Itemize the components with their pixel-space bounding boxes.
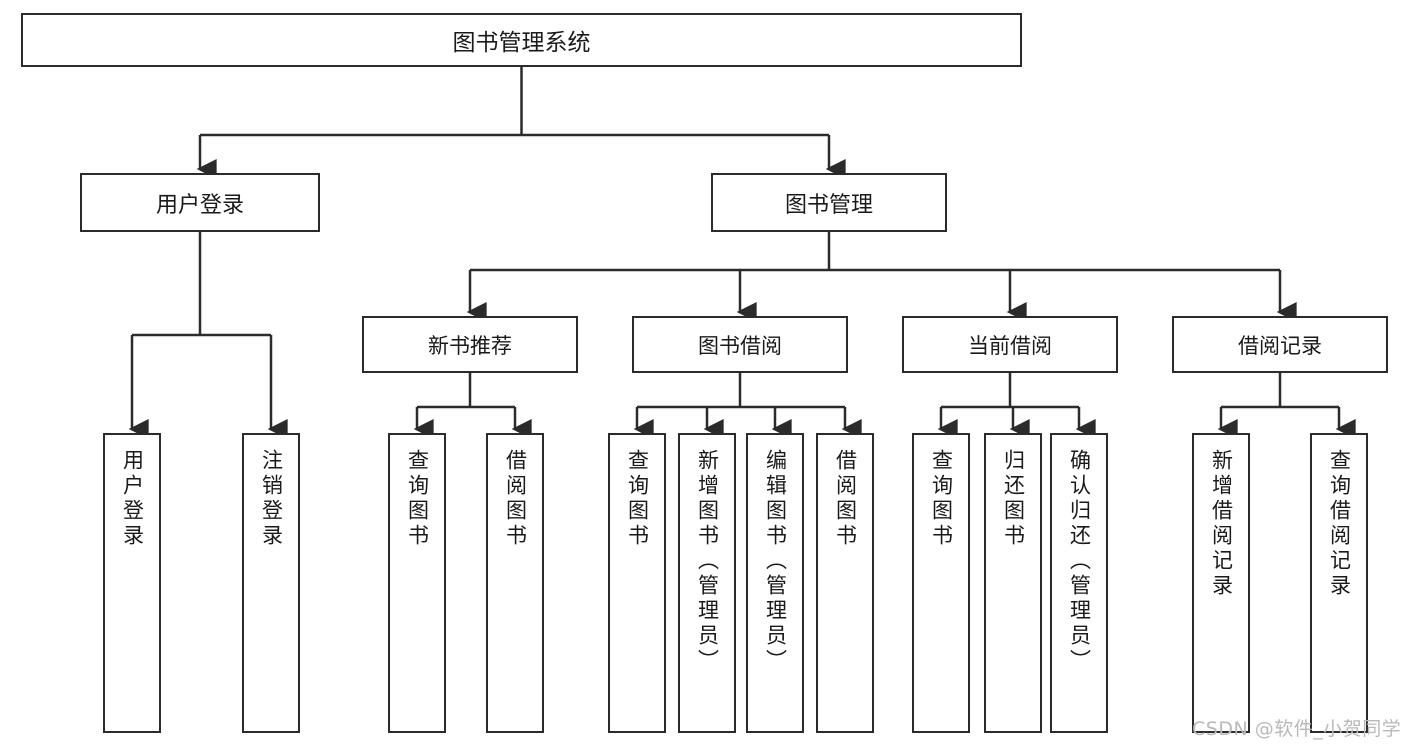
node-borrow-record[interactable]: 借阅记录 — [1172, 316, 1388, 373]
node-label: 借阅记录 — [1238, 333, 1322, 358]
node-root[interactable]: 图书管理系统 — [21, 13, 1022, 67]
node-book-management[interactable]: 图书管理 — [711, 173, 947, 232]
node-label: 注销登录 — [259, 449, 284, 549]
node-query-book-borrow[interactable]: 查询图书 — [608, 433, 666, 733]
node-borrow-book-recommend[interactable]: 借阅图书 — [486, 433, 544, 733]
node-label: 查询图书 — [929, 449, 954, 549]
node-label: 当前借阅 — [968, 333, 1052, 358]
node-user-login[interactable]: 用户登录 — [80, 173, 320, 232]
node-label: 用户登录 — [155, 192, 244, 218]
node-confirm-return-admin[interactable]: 确认归还（管理员） — [1050, 433, 1108, 733]
node-new-book-recommend[interactable]: 新书推荐 — [362, 316, 578, 373]
node-label: 查询图书 — [625, 449, 650, 549]
node-label: 归还图书 — [1001, 449, 1026, 549]
node-query-borrow-record[interactable]: 查询借阅记录 — [1310, 433, 1368, 733]
node-label: 用户登录 — [120, 449, 145, 549]
node-label: 确认归还（管理员） — [1067, 449, 1092, 674]
node-edit-book-admin[interactable]: 编辑图书（管理员） — [746, 433, 804, 733]
node-label: 查询图书 — [405, 449, 430, 549]
csdn-watermark: CSDN @软件_小贺同学 — [1192, 718, 1402, 740]
node-user-login-action[interactable]: 用户登录 — [103, 433, 161, 733]
node-return-book[interactable]: 归还图书 — [984, 433, 1042, 733]
node-book-borrow[interactable]: 图书借阅 — [632, 316, 848, 373]
node-add-borrow-record[interactable]: 新增借阅记录 — [1192, 433, 1250, 733]
node-label: 图书管理 — [784, 192, 873, 218]
node-label: 编辑图书（管理员） — [763, 449, 788, 674]
node-label: 图书借阅 — [698, 333, 782, 358]
node-label: 图书管理系统 — [452, 30, 591, 56]
node-label: 借阅图书 — [833, 449, 858, 549]
node-borrow-book-action[interactable]: 借阅图书 — [816, 433, 874, 733]
node-add-book-admin[interactable]: 新增图书（管理员） — [678, 433, 736, 733]
node-query-book-recommend[interactable]: 查询图书 — [388, 433, 446, 733]
node-query-book-current[interactable]: 查询图书 — [912, 433, 970, 733]
node-user-logout-action[interactable]: 注销登录 — [242, 433, 300, 733]
node-current-borrow[interactable]: 当前借阅 — [902, 316, 1118, 373]
node-label: 借阅图书 — [503, 449, 528, 549]
node-label: 查询借阅记录 — [1327, 449, 1352, 599]
node-label: 新书推荐 — [428, 333, 512, 358]
node-label: 新增图书（管理员） — [695, 449, 720, 674]
node-label: 新增借阅记录 — [1209, 449, 1234, 599]
